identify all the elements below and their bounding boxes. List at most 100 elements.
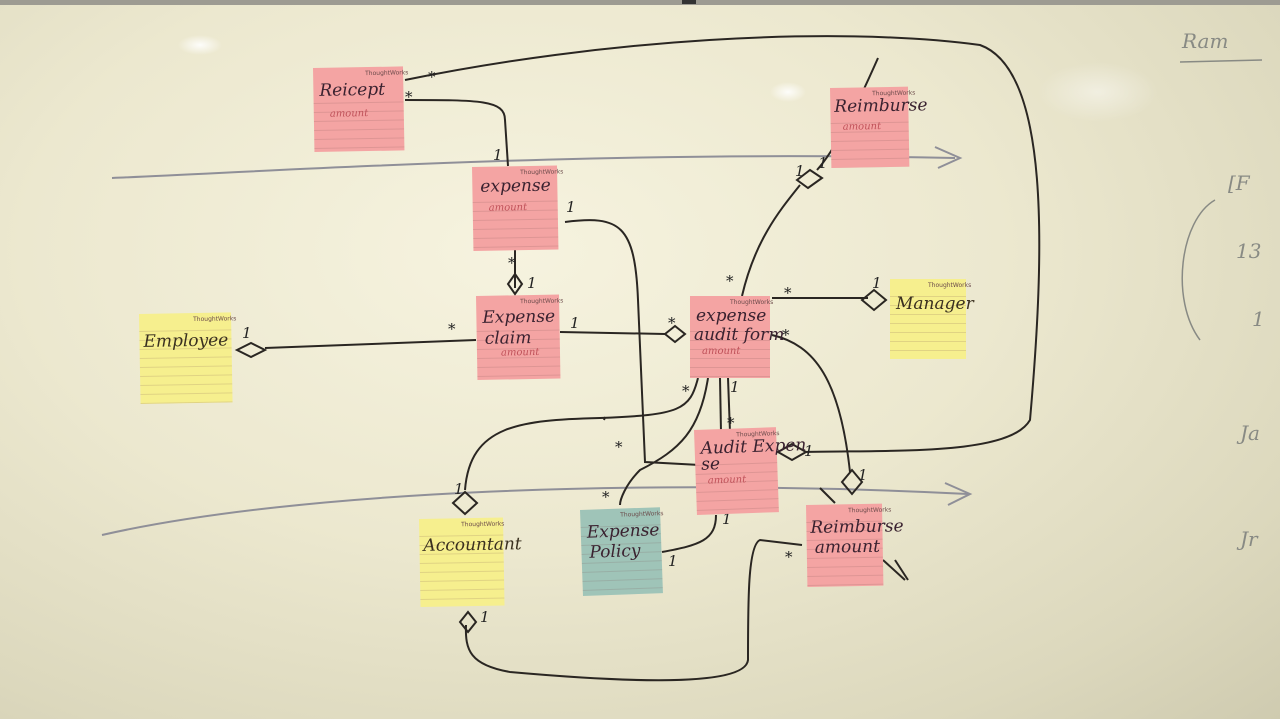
light-glare — [178, 35, 222, 55]
svg-text:Accountant: Accountant — [421, 534, 522, 556]
svg-text:amount: amount — [330, 108, 370, 120]
note-receipt: ThoughtWorks Reicept amount — [313, 66, 408, 152]
multiplicity: 1 — [566, 198, 576, 216]
flow-arrow-bottom — [101, 486, 969, 536]
note-audit-expense: ThoughtWorks Audit Expen se amount — [694, 427, 807, 515]
svg-text:Expense: Expense — [585, 520, 659, 543]
svg-text:Employee: Employee — [142, 330, 228, 351]
edge-text: 13 — [1236, 239, 1261, 263]
association-lines — [264, 35, 1041, 682]
multiplicity: * — [448, 320, 456, 338]
svg-text:Audit Expen: Audit Expen — [698, 435, 806, 459]
diamond-icon — [860, 288, 888, 312]
note-employee: ThoughtWorks Employee — [139, 312, 236, 404]
svg-text:audit form: audit form — [694, 325, 784, 345]
aggregation-diamonds — [234, 168, 888, 634]
svg-text:Expense: Expense — [481, 307, 555, 328]
svg-text:Reimburse: Reimburse — [809, 516, 904, 538]
svg-text:expense: expense — [696, 306, 766, 326]
light-glare — [1038, 62, 1158, 122]
note-reimburse-bottom: ThoughtWorks Reimburse amount — [806, 503, 904, 587]
svg-text:claim: claim — [485, 328, 532, 349]
svg-text:ThoughtWorks: ThoughtWorks — [519, 297, 563, 305]
multiplicity: 1 — [570, 314, 580, 332]
multiplicity: 1 — [454, 480, 464, 498]
board-clip — [682, 0, 696, 4]
note-expense-claim: ThoughtWorks Expense claim amount — [476, 294, 563, 380]
multiplicity: * — [726, 272, 734, 290]
note-expense: ThoughtWorks expense amount — [472, 165, 563, 251]
edge-text: 1 — [1252, 307, 1265, 331]
svg-text:expense: expense — [480, 176, 551, 197]
multiplicity: 1 — [804, 442, 814, 460]
svg-text:amount: amount — [702, 346, 741, 357]
diamond-icon — [840, 468, 864, 496]
diamond-icon — [795, 168, 824, 190]
multiplicity: 1 — [668, 552, 678, 570]
multiplicity: * — [405, 88, 413, 106]
flow-arrow-top-head — [934, 146, 963, 169]
edge-text: [F — [1228, 171, 1251, 195]
diamond-icon — [663, 324, 687, 344]
multiplicity: * — [602, 488, 610, 506]
diamond-icon — [234, 341, 268, 359]
multiplicity: * — [682, 382, 690, 400]
multiplicity: * — [668, 314, 676, 332]
svg-text:ThoughtWorks: ThoughtWorks — [192, 315, 236, 323]
svg-text:Reimburse: Reimburse — [833, 95, 928, 117]
diamond-icon — [451, 490, 479, 516]
multiplicity: 1 — [493, 146, 503, 164]
svg-text:amount: amount — [708, 474, 748, 486]
multiplicity: 1 — [795, 162, 805, 180]
multiplicity: * — [428, 68, 436, 86]
svg-text:Reicept: Reicept — [318, 80, 385, 101]
svg-text:ThoughtWorks: ThoughtWorks — [619, 510, 663, 519]
multiplicity: 1 — [242, 324, 252, 342]
multiplicity: 1 — [818, 154, 828, 172]
multiplicity: 1 — [480, 608, 490, 626]
multiplicity: * — [508, 254, 516, 272]
multiplicity: 1 — [872, 274, 882, 292]
note-expense-audit-form: ThoughtWorks expense audit form amount — [690, 296, 784, 378]
svg-text:amount: amount — [489, 202, 529, 214]
diamond-icon — [506, 272, 524, 296]
note-manager: ThoughtWorks Manager — [890, 279, 975, 359]
svg-text:ThoughtWorks: ThoughtWorks — [729, 299, 773, 306]
board-top-edge — [0, 0, 1280, 5]
svg-text:amount: amount — [815, 537, 881, 558]
note-accountant: ThoughtWorks Accountant — [419, 517, 522, 607]
multiplicity: * — [782, 326, 790, 344]
svg-text:ThoughtWorks: ThoughtWorks — [927, 282, 971, 289]
svg-text:ThoughtWorks: ThoughtWorks — [519, 168, 563, 176]
diamond-icon — [458, 610, 478, 634]
multiplicity: 1 — [858, 466, 868, 484]
edge-writing: Ram [F 13 1 Ja Jr — [1179, 29, 1265, 551]
svg-text:ThoughtWorks: ThoughtWorks — [460, 521, 504, 529]
flow-arrow-bottom-head — [944, 482, 973, 506]
svg-text:amount: amount — [501, 347, 541, 359]
note-expense-policy: ThoughtWorks Expense Policy — [580, 507, 664, 596]
svg-text:Policy: Policy — [588, 541, 641, 563]
multiplicity: 1 — [722, 510, 732, 528]
svg-text:amount: amount — [843, 121, 883, 133]
multiplicity: 1 — [730, 378, 740, 396]
svg-text:ThoughtWorks: ThoughtWorks — [847, 507, 891, 515]
svg-text:se: se — [701, 454, 720, 475]
multiplicity: * — [615, 438, 623, 456]
multiplicity: * — [785, 548, 793, 566]
light-glare — [770, 82, 806, 102]
edge-text: Ja — [1236, 421, 1260, 445]
svg-text:ThoughtWorks: ThoughtWorks — [364, 69, 408, 77]
multiplicity: 1 — [527, 274, 537, 292]
flow-arrow-top — [111, 155, 956, 179]
diamond-icon — [775, 442, 809, 462]
svg-text:ThoughtWorks: ThoughtWorks — [871, 90, 915, 98]
multiplicity: * — [727, 414, 735, 432]
multiplicity-labels: * * 1 * 1 1 * 1 1 * 1 * * 1 1 * 1 * 1 1 … — [242, 68, 882, 626]
edge-text: Jr — [1236, 527, 1259, 551]
note-reimburse-top: ThoughtWorks Reimburse amount — [830, 86, 928, 168]
edge-text: Ram — [1181, 29, 1228, 53]
svg-text:Manager: Manager — [895, 294, 975, 314]
multiplicity: * — [784, 284, 792, 302]
